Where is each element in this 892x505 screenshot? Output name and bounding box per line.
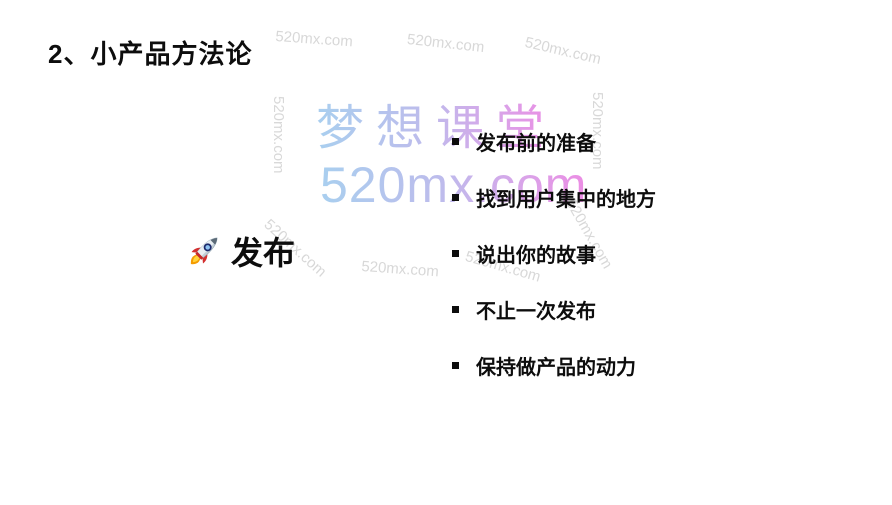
bullet-text: 不止一次发布 bbox=[476, 300, 596, 323]
bullet-text: 说出你的故事 bbox=[476, 244, 596, 267]
bullet-marker bbox=[452, 305, 459, 313]
bullet-marker bbox=[452, 361, 459, 369]
list-item: 保持做产品的动力 bbox=[452, 355, 656, 379]
list-item: 发布前的准备 bbox=[452, 131, 656, 155]
rocket-icon bbox=[190, 237, 218, 265]
list-item: 说出你的故事 bbox=[452, 243, 656, 267]
bullet-marker bbox=[452, 137, 459, 145]
watermark-brand-url: 520mx.com bbox=[320, 157, 588, 213]
bullet-marker bbox=[452, 249, 459, 257]
bullet-marker bbox=[452, 193, 459, 201]
bullet-text: 保持做产品的动力 bbox=[476, 356, 636, 379]
watermark-brand-name: 梦想课堂 bbox=[316, 88, 556, 158]
bullet-text: 找到用户集中的地方 bbox=[476, 188, 656, 211]
bullet-text: 发布前的准备 bbox=[476, 132, 596, 155]
list-item: 找到用户集中的地方 bbox=[452, 187, 656, 211]
watermark-url-top-1: 520mx.com bbox=[274, 28, 354, 51]
slide-title: 2、小产品方法论 bbox=[48, 39, 253, 69]
watermark-url-left-vertical: 520mx.com bbox=[270, 96, 287, 174]
bullet-list: 发布前的准备 找到用户集中的地方 说出你的故事 不止一次发布 保持做产品的动力 bbox=[452, 131, 656, 411]
topic-label: 发布 bbox=[231, 235, 296, 271]
topic-heading: 发布 bbox=[186, 228, 295, 274]
watermark-url-top-2: 520mx.com bbox=[406, 31, 486, 57]
watermark-url-top-3: 520mx.com bbox=[523, 34, 603, 69]
watermark-url-middle: 520mx.com bbox=[360, 258, 440, 281]
list-item: 不止一次发布 bbox=[452, 299, 656, 323]
